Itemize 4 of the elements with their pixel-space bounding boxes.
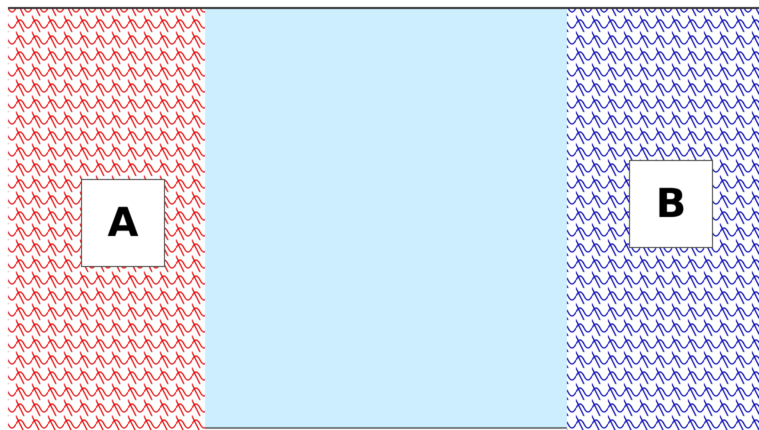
region-letter: A — [108, 200, 138, 246]
label-box — [81, 179, 165, 267]
region-letter: B — [656, 181, 686, 227]
label-box — [629, 160, 713, 248]
